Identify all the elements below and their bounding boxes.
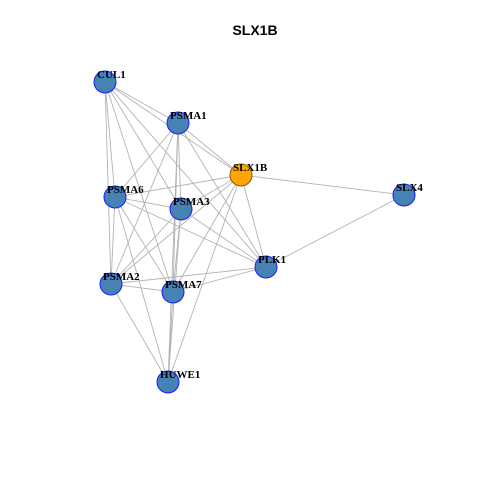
edge-psma6-plk1: [114, 196, 267, 268]
edge-psma1-psma6: [114, 122, 179, 198]
edge-cul1-psma7: [104, 81, 174, 293]
edge-cul1-psma6: [104, 81, 116, 198]
node-label-slx4: SLX4: [396, 182, 423, 194]
edge-cul1-plk1: [104, 81, 267, 268]
edge-psma1-huwe1: [167, 122, 179, 383]
node-label-psma2: PSMA2: [103, 271, 140, 283]
node-label-slx1b: SLX1B: [233, 162, 268, 174]
node-label-psma1: PSMA1: [170, 110, 207, 122]
edge-psma2-plk1: [110, 266, 267, 285]
edge-slx1b-huwe1: [167, 174, 242, 383]
edge-psma1-plk1: [177, 122, 267, 268]
edge-psma7-plk1: [172, 266, 267, 293]
edge-psma6-psma2: [110, 196, 116, 285]
node-cul1[interactable]: [93, 70, 117, 94]
node-psma2[interactable]: [99, 272, 123, 296]
node-label-huwe1: HUWE1: [160, 369, 200, 381]
edge-slx1b-psma6: [114, 174, 242, 198]
node-label-plk1: PLK1: [258, 254, 286, 266]
node-label-psma7: PSMA7: [165, 279, 202, 291]
node-psma6[interactable]: [103, 185, 127, 209]
edge-slx1b-psma7: [172, 174, 242, 293]
edge-psma1-slx1b: [177, 122, 242, 176]
node-psma1[interactable]: [166, 111, 190, 135]
edge-slx1b-plk1: [240, 174, 267, 268]
node-label-psma3: PSMA3: [173, 196, 210, 208]
node-slx1b[interactable]: [229, 163, 253, 187]
node-layer: [93, 70, 416, 394]
edge-psma3-psma2: [110, 208, 182, 285]
edge-slx4-plk1: [265, 194, 405, 268]
edge-slx1b-slx4: [240, 174, 405, 196]
edge-psma6-psma7: [114, 196, 174, 293]
edge-psma1-psma3: [177, 122, 182, 210]
edge-psma1-psma2: [110, 122, 179, 285]
edge-cul1-psma1: [104, 81, 179, 124]
edge-psma2-huwe1: [110, 283, 169, 383]
diagram-title: SLX1B: [232, 22, 277, 38]
edge-psma3-plk1: [180, 208, 267, 268]
edge-psma7-huwe1: [167, 291, 174, 383]
node-psma3[interactable]: [169, 197, 193, 221]
edge-slx1b-psma2: [110, 174, 242, 285]
node-slx4[interactable]: [392, 183, 416, 207]
node-label-cul1: CUL1: [97, 69, 126, 81]
edge-cul1-psma2: [104, 81, 112, 285]
edge-psma6-huwe1: [114, 196, 169, 383]
node-huwe1[interactable]: [156, 370, 180, 394]
node-label-psma6: PSMA6: [107, 184, 144, 196]
node-psma7[interactable]: [161, 280, 185, 304]
node-plk1[interactable]: [254, 255, 278, 279]
